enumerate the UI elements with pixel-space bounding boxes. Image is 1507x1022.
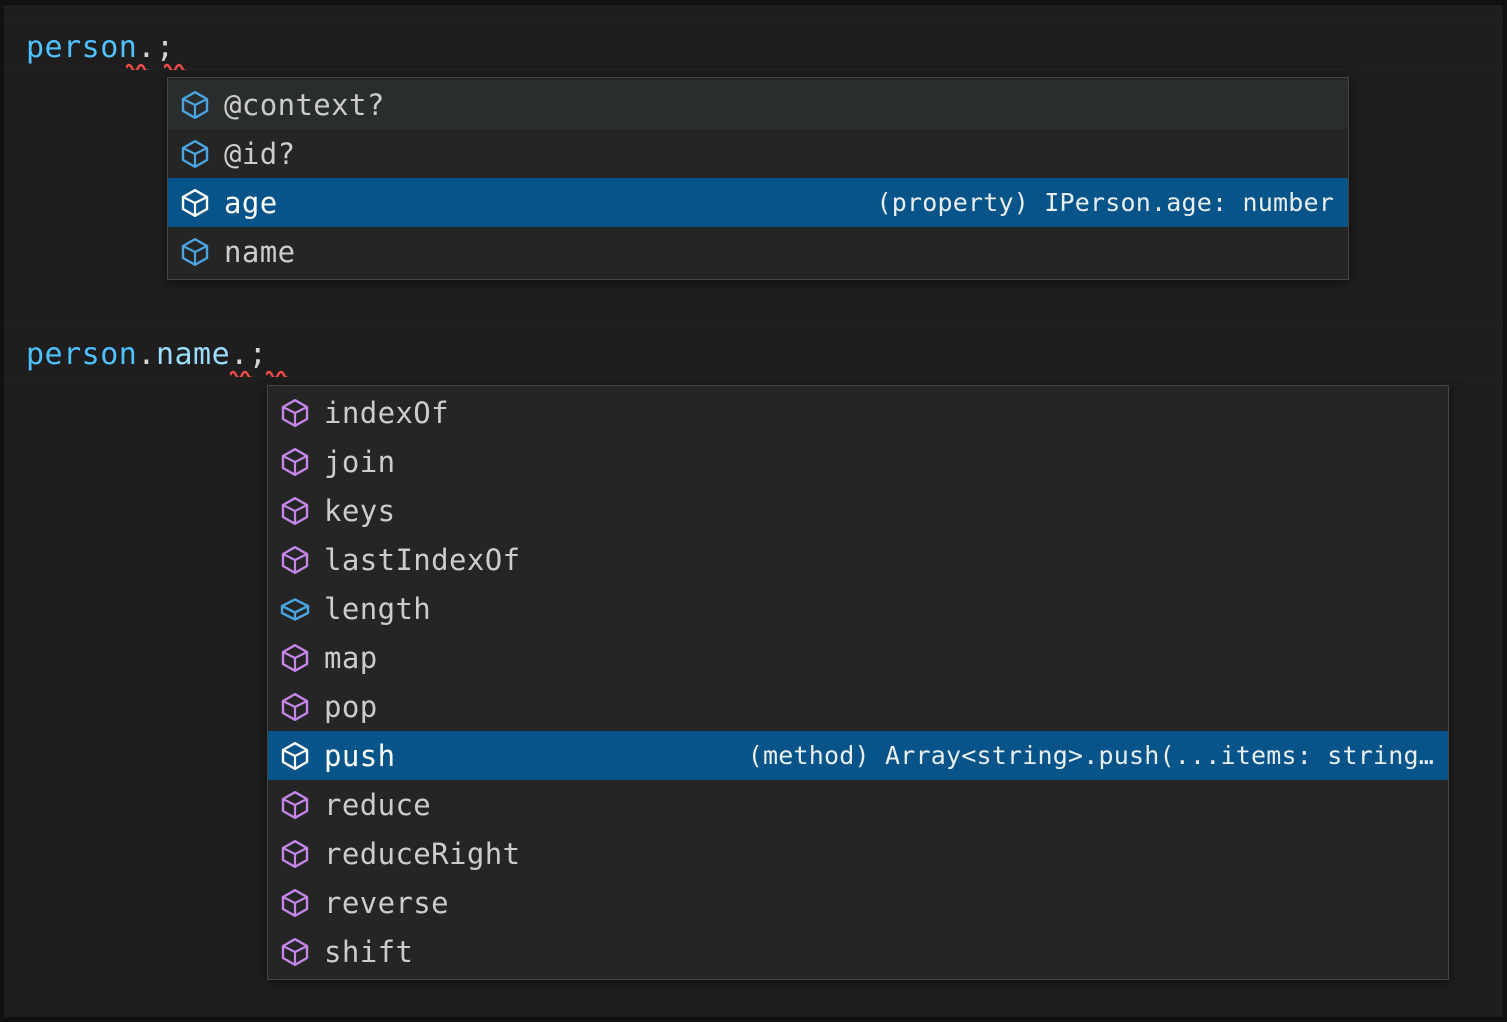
property-cube-icon bbox=[178, 235, 212, 269]
suggestion-item-label: pop bbox=[324, 689, 378, 724]
method-cube-icon bbox=[278, 886, 312, 920]
suggestion-item-name[interactable]: name bbox=[168, 227, 1348, 276]
suggestion-item-label: reduce bbox=[324, 787, 432, 822]
suggestion-item-keys[interactable]: keys bbox=[268, 486, 1448, 535]
method-cube-icon bbox=[278, 788, 312, 822]
editor-line-rule bbox=[4, 69, 1503, 70]
suggestion-item-length[interactable]: length bbox=[268, 584, 1448, 633]
suggestion-item-label: age bbox=[224, 185, 278, 220]
suggestion-item-label: push bbox=[324, 738, 396, 773]
code-token-dot: . bbox=[137, 337, 156, 372]
suggestion-item-label: name bbox=[224, 234, 296, 269]
suggestion-item-detail: (method) Array<string>.push(...items: st… bbox=[747, 740, 1434, 770]
property-cube-icon bbox=[178, 186, 212, 220]
error-squiggle-icon bbox=[164, 62, 186, 70]
suggestion-item-lastindexof[interactable]: lastIndexOf bbox=[268, 535, 1448, 584]
property-box-icon bbox=[278, 592, 312, 626]
code-line-2[interactable]: person.name.; bbox=[26, 338, 267, 372]
suggestion-item-label: lastIndexOf bbox=[324, 542, 521, 577]
suggestion-item-push[interactable]: push (method) Array<string>.push(...items… bbox=[268, 731, 1448, 780]
error-squiggle-icon bbox=[266, 369, 288, 377]
suggestion-item-age[interactable]: age (property) IPerson.age: number bbox=[168, 178, 1348, 227]
code-token-variable: person bbox=[26, 337, 138, 372]
method-cube-icon bbox=[278, 837, 312, 871]
suggestion-item-label: @id? bbox=[224, 136, 296, 171]
suggestion-item-label: reverse bbox=[324, 885, 450, 920]
suggestion-item-reverse[interactable]: reverse bbox=[268, 878, 1448, 927]
suggestion-item-label: reduceRight bbox=[324, 836, 521, 871]
code-line-1[interactable]: person.; bbox=[26, 31, 175, 65]
method-cube-icon bbox=[278, 543, 312, 577]
method-cube-icon bbox=[278, 396, 312, 430]
code-token-dot-2: . bbox=[230, 337, 249, 372]
code-token-dot: . bbox=[137, 30, 156, 65]
suggestion-item-label: length bbox=[324, 591, 432, 626]
code-token-semicolon: ; bbox=[155, 30, 175, 65]
code-token-semicolon: ; bbox=[248, 337, 268, 372]
suggestion-item-join[interactable]: join bbox=[268, 437, 1448, 486]
error-squiggle-icon bbox=[230, 369, 252, 377]
method-cube-icon bbox=[278, 739, 312, 773]
suggestion-item-reduce[interactable]: reduce bbox=[268, 780, 1448, 829]
suggestion-popup-person-name[interactable]: indexOf join keys lastIndexOf length map pop pu… bbox=[267, 385, 1449, 980]
method-cube-icon bbox=[278, 690, 312, 724]
method-cube-icon bbox=[278, 935, 312, 969]
method-cube-icon bbox=[278, 445, 312, 479]
suggestion-item-label: indexOf bbox=[324, 395, 450, 430]
suggestion-item-pop[interactable]: pop bbox=[268, 682, 1448, 731]
error-squiggle-icon bbox=[126, 62, 148, 70]
code-token-variable: person bbox=[26, 30, 138, 65]
property-cube-icon bbox=[178, 137, 212, 171]
code-token-property: name bbox=[155, 337, 231, 372]
suggestion-item-label: keys bbox=[324, 493, 396, 528]
property-cube-icon bbox=[178, 88, 212, 122]
editor-line-rule bbox=[4, 377, 1503, 378]
method-cube-icon bbox=[278, 494, 312, 528]
suggestion-item-label: shift bbox=[324, 934, 414, 969]
suggestion-item-detail: (property) IPerson.age: number bbox=[876, 187, 1334, 217]
method-cube-icon bbox=[278, 641, 312, 675]
suggestion-item-id[interactable]: @id? bbox=[168, 129, 1348, 178]
suggestion-item-indexof[interactable]: indexOf bbox=[268, 388, 1448, 437]
editor-line-rule bbox=[4, 21, 1503, 22]
suggestion-item-label: join bbox=[324, 444, 396, 479]
suggestion-popup-person[interactable]: @context? @id? age (property) IPerson.age: … bbox=[167, 77, 1349, 280]
suggestion-item-context[interactable]: @context? bbox=[168, 80, 1348, 129]
suggestion-item-reduceright[interactable]: reduceRight bbox=[268, 829, 1448, 878]
suggestion-item-map[interactable]: map bbox=[268, 633, 1448, 682]
editor-line-rule bbox=[4, 325, 1503, 326]
suggestion-item-shift[interactable]: shift bbox=[268, 927, 1448, 976]
suggestion-item-label: @context? bbox=[224, 87, 385, 122]
suggestion-item-label: map bbox=[324, 640, 378, 675]
